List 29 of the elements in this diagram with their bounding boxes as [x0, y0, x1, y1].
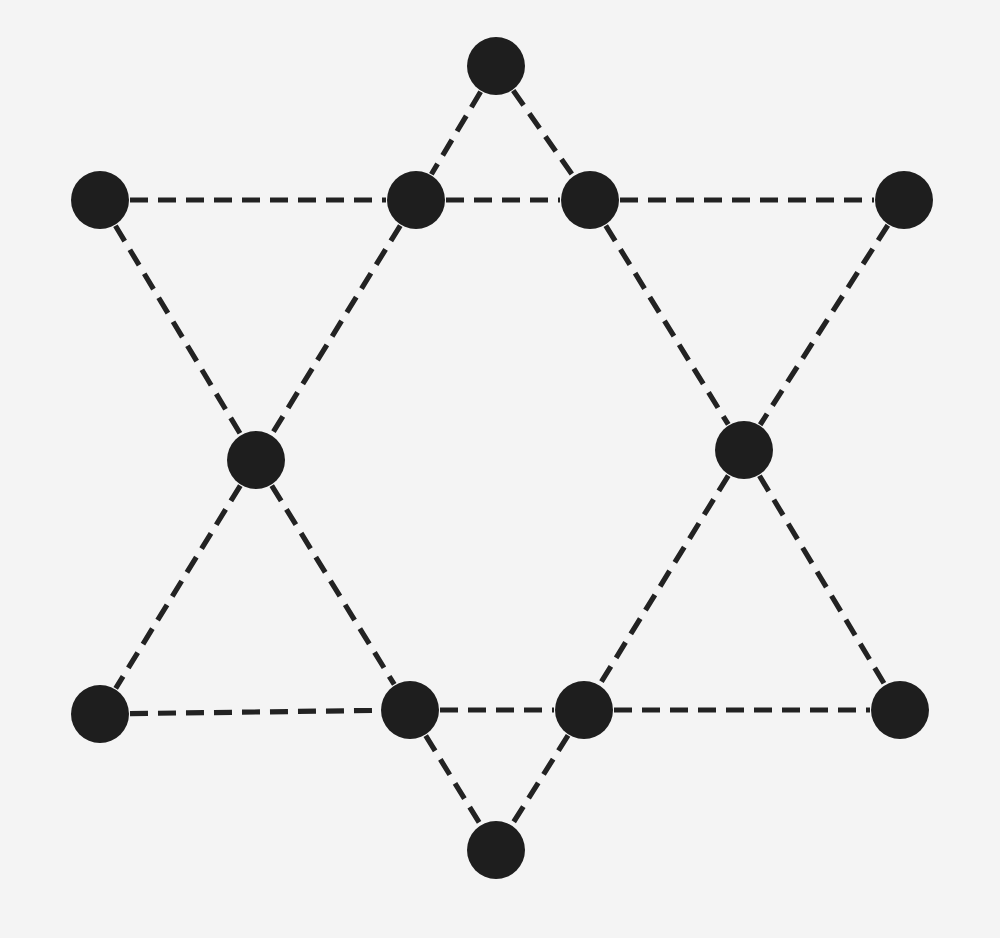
dashed-line: [757, 474, 887, 686]
dot: [226, 430, 286, 490]
dashed-line: [758, 223, 890, 427]
dot: [870, 680, 930, 740]
dot: [70, 170, 130, 230]
dashed-line: [597, 474, 731, 686]
dot: [714, 420, 774, 480]
dashed-line: [130, 197, 386, 203]
dot: [554, 680, 614, 740]
dashed-line: [113, 484, 243, 690]
dashed-line: [269, 224, 403, 436]
dot: [380, 680, 440, 740]
dashed-line: [269, 484, 397, 686]
dot: [386, 170, 446, 230]
dashed-line: [614, 707, 870, 713]
dot: [874, 170, 934, 230]
dashed-line: [509, 734, 571, 826]
dashed-line: [113, 224, 243, 436]
dot: [560, 170, 620, 230]
dashed-line: [620, 197, 874, 203]
dot: [466, 820, 526, 880]
dashed-line: [603, 224, 731, 426]
dashed-line: [511, 89, 575, 177]
dashed-line: [446, 197, 560, 203]
dot: [466, 36, 526, 96]
dashed-line: [440, 707, 554, 713]
dashed-line: [423, 734, 483, 826]
dot: [70, 684, 130, 744]
dashed-line: [429, 90, 483, 176]
